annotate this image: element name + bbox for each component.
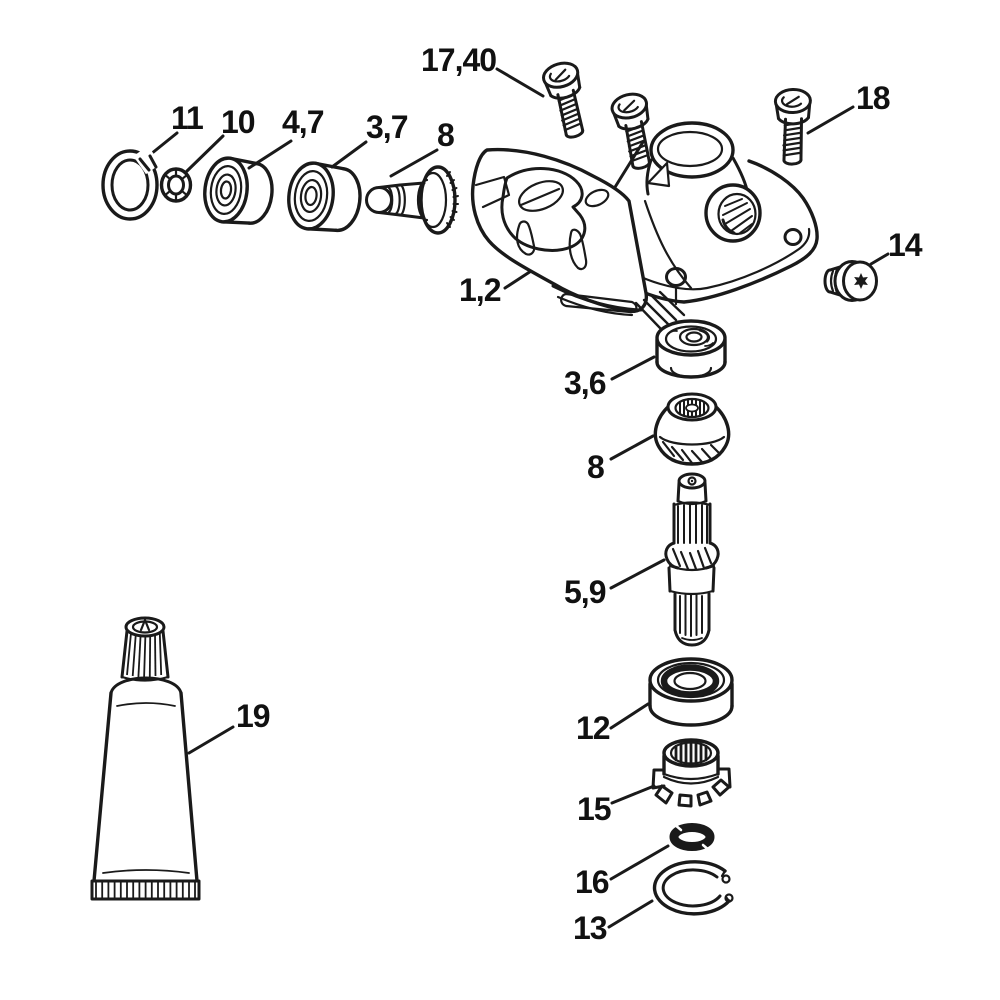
leader-13: [607, 899, 654, 929]
label-tube-19: 19: [236, 698, 271, 734]
label-shaft-5-9: 5,9: [564, 574, 606, 610]
leader-14: [869, 252, 890, 266]
leader-15: [610, 784, 656, 805]
snap-ring-13: [652, 860, 734, 916]
label-bearing-4-7: 4,7: [282, 104, 324, 140]
leader-3-6: [610, 355, 656, 381]
leader-8-shaft: [389, 148, 439, 178]
shaft-8: [365, 165, 459, 235]
label-snap-ring-13: 13: [573, 910, 608, 946]
leader-12: [609, 702, 650, 730]
grease-tube-19: [90, 616, 201, 901]
bearing-3-6: [655, 319, 727, 379]
shaft-5-9: [664, 472, 720, 647]
label-plug-14: 14: [888, 227, 923, 263]
bearing-12: [648, 657, 734, 727]
label-snap-ring-11: 11: [171, 100, 204, 136]
bevel-gear-8: [653, 392, 731, 466]
label-screw-18: 18: [856, 80, 891, 116]
snap-ring-11: [101, 145, 161, 221]
torx-icon: [854, 273, 868, 289]
leader-lines: [144, 67, 890, 929]
label-bearing-12: 12: [576, 710, 611, 746]
label-housing-1-2: 1,2: [459, 272, 501, 308]
bearing-4-7: [203, 156, 274, 225]
leader-10: [185, 134, 225, 173]
gear-housing-1-2: [470, 121, 819, 330]
label-washer-16: 16: [575, 864, 610, 900]
label-washer-10: 10: [221, 104, 256, 140]
washer-16: [669, 822, 715, 853]
label-gear-15: 15: [577, 791, 612, 827]
gear-15: [651, 738, 732, 808]
label-bevel-gear-8: 8: [587, 449, 605, 485]
bearing-3-7: [287, 161, 362, 233]
screw-17-40-left: [539, 57, 597, 143]
leader-3-7: [330, 140, 368, 169]
washer-10: [159, 167, 193, 203]
leader-5-9: [609, 558, 666, 590]
label-screws-17-40: 17,40: [421, 42, 497, 78]
leader-19: [187, 725, 235, 755]
label-shaft-8: 8: [437, 117, 455, 153]
leader-8-gear: [609, 434, 655, 461]
leader-17-40: [495, 67, 545, 98]
plug-14: [823, 260, 878, 302]
screw-18: [773, 87, 815, 167]
leader-18: [806, 105, 855, 135]
label-bearing-3-7: 3,7: [366, 109, 408, 145]
leader-16: [609, 844, 670, 881]
label-bearing-3-6: 3,6: [564, 365, 606, 401]
